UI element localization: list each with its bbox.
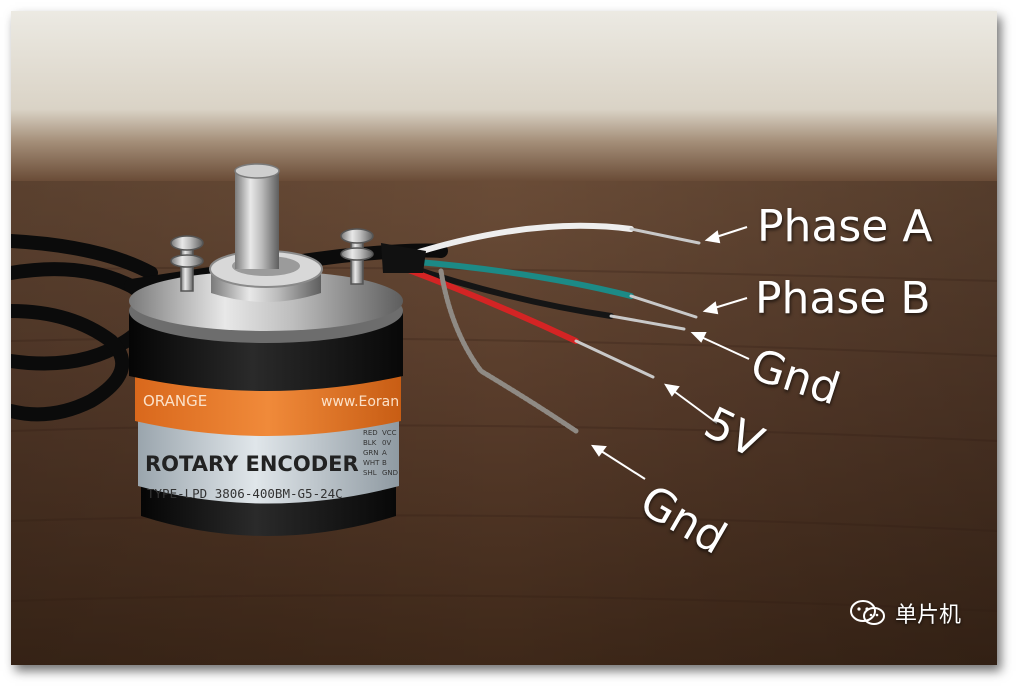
svg-text:0V: 0V bbox=[382, 439, 391, 447]
svg-text:SHL: SHL bbox=[363, 469, 377, 477]
wires bbox=[403, 222, 634, 434]
brand-band-text: ORANGE bbox=[143, 392, 207, 410]
svg-text:GND: GND bbox=[382, 469, 398, 477]
mount-screws bbox=[170, 228, 374, 292]
label-phase-a: Phase A bbox=[757, 201, 933, 252]
arrow-gnd-2 bbox=[597, 448, 646, 480]
watermark-text: 单片机 bbox=[894, 603, 961, 628]
annotation-arrows bbox=[591, 226, 750, 480]
photo-frame: ORANGE www.Eoran ROTARY ENCODER TYPE-LPD… bbox=[11, 11, 997, 665]
wire-tips bbox=[574, 227, 701, 379]
watermark: 单片机 bbox=[849, 597, 961, 629]
svg-text:VCC: VCC bbox=[382, 429, 397, 437]
arrow-5v bbox=[670, 388, 718, 424]
wire-table: RED BLK GRN WHT SHL VCC 0V A B GND bbox=[363, 429, 398, 477]
svg-text:BLK: BLK bbox=[363, 439, 377, 447]
arrow-phase-b bbox=[710, 297, 748, 310]
svg-text:RED: RED bbox=[363, 429, 378, 437]
svg-text:B: B bbox=[382, 459, 387, 467]
svg-text:GRN: GRN bbox=[363, 449, 379, 457]
encoder-photo: ORANGE www.Eoran ROTARY ENCODER TYPE-LPD… bbox=[11, 11, 997, 665]
svg-text:WHT: WHT bbox=[363, 459, 380, 467]
brand-url-text: www.Eoran bbox=[321, 394, 399, 410]
wechat-icon bbox=[849, 600, 885, 625]
arrow-gnd-1 bbox=[698, 335, 750, 360]
encoder-model: TYPE-LPD 3806-400BM-G5-24C bbox=[147, 486, 343, 501]
rotary-encoder: ORANGE www.Eoran ROTARY ENCODER TYPE-LPD… bbox=[129, 163, 426, 536]
label-phase-b: Phase B bbox=[755, 273, 931, 324]
encoder-title: ROTARY ENCODER bbox=[145, 452, 359, 476]
svg-text:A: A bbox=[382, 449, 387, 457]
